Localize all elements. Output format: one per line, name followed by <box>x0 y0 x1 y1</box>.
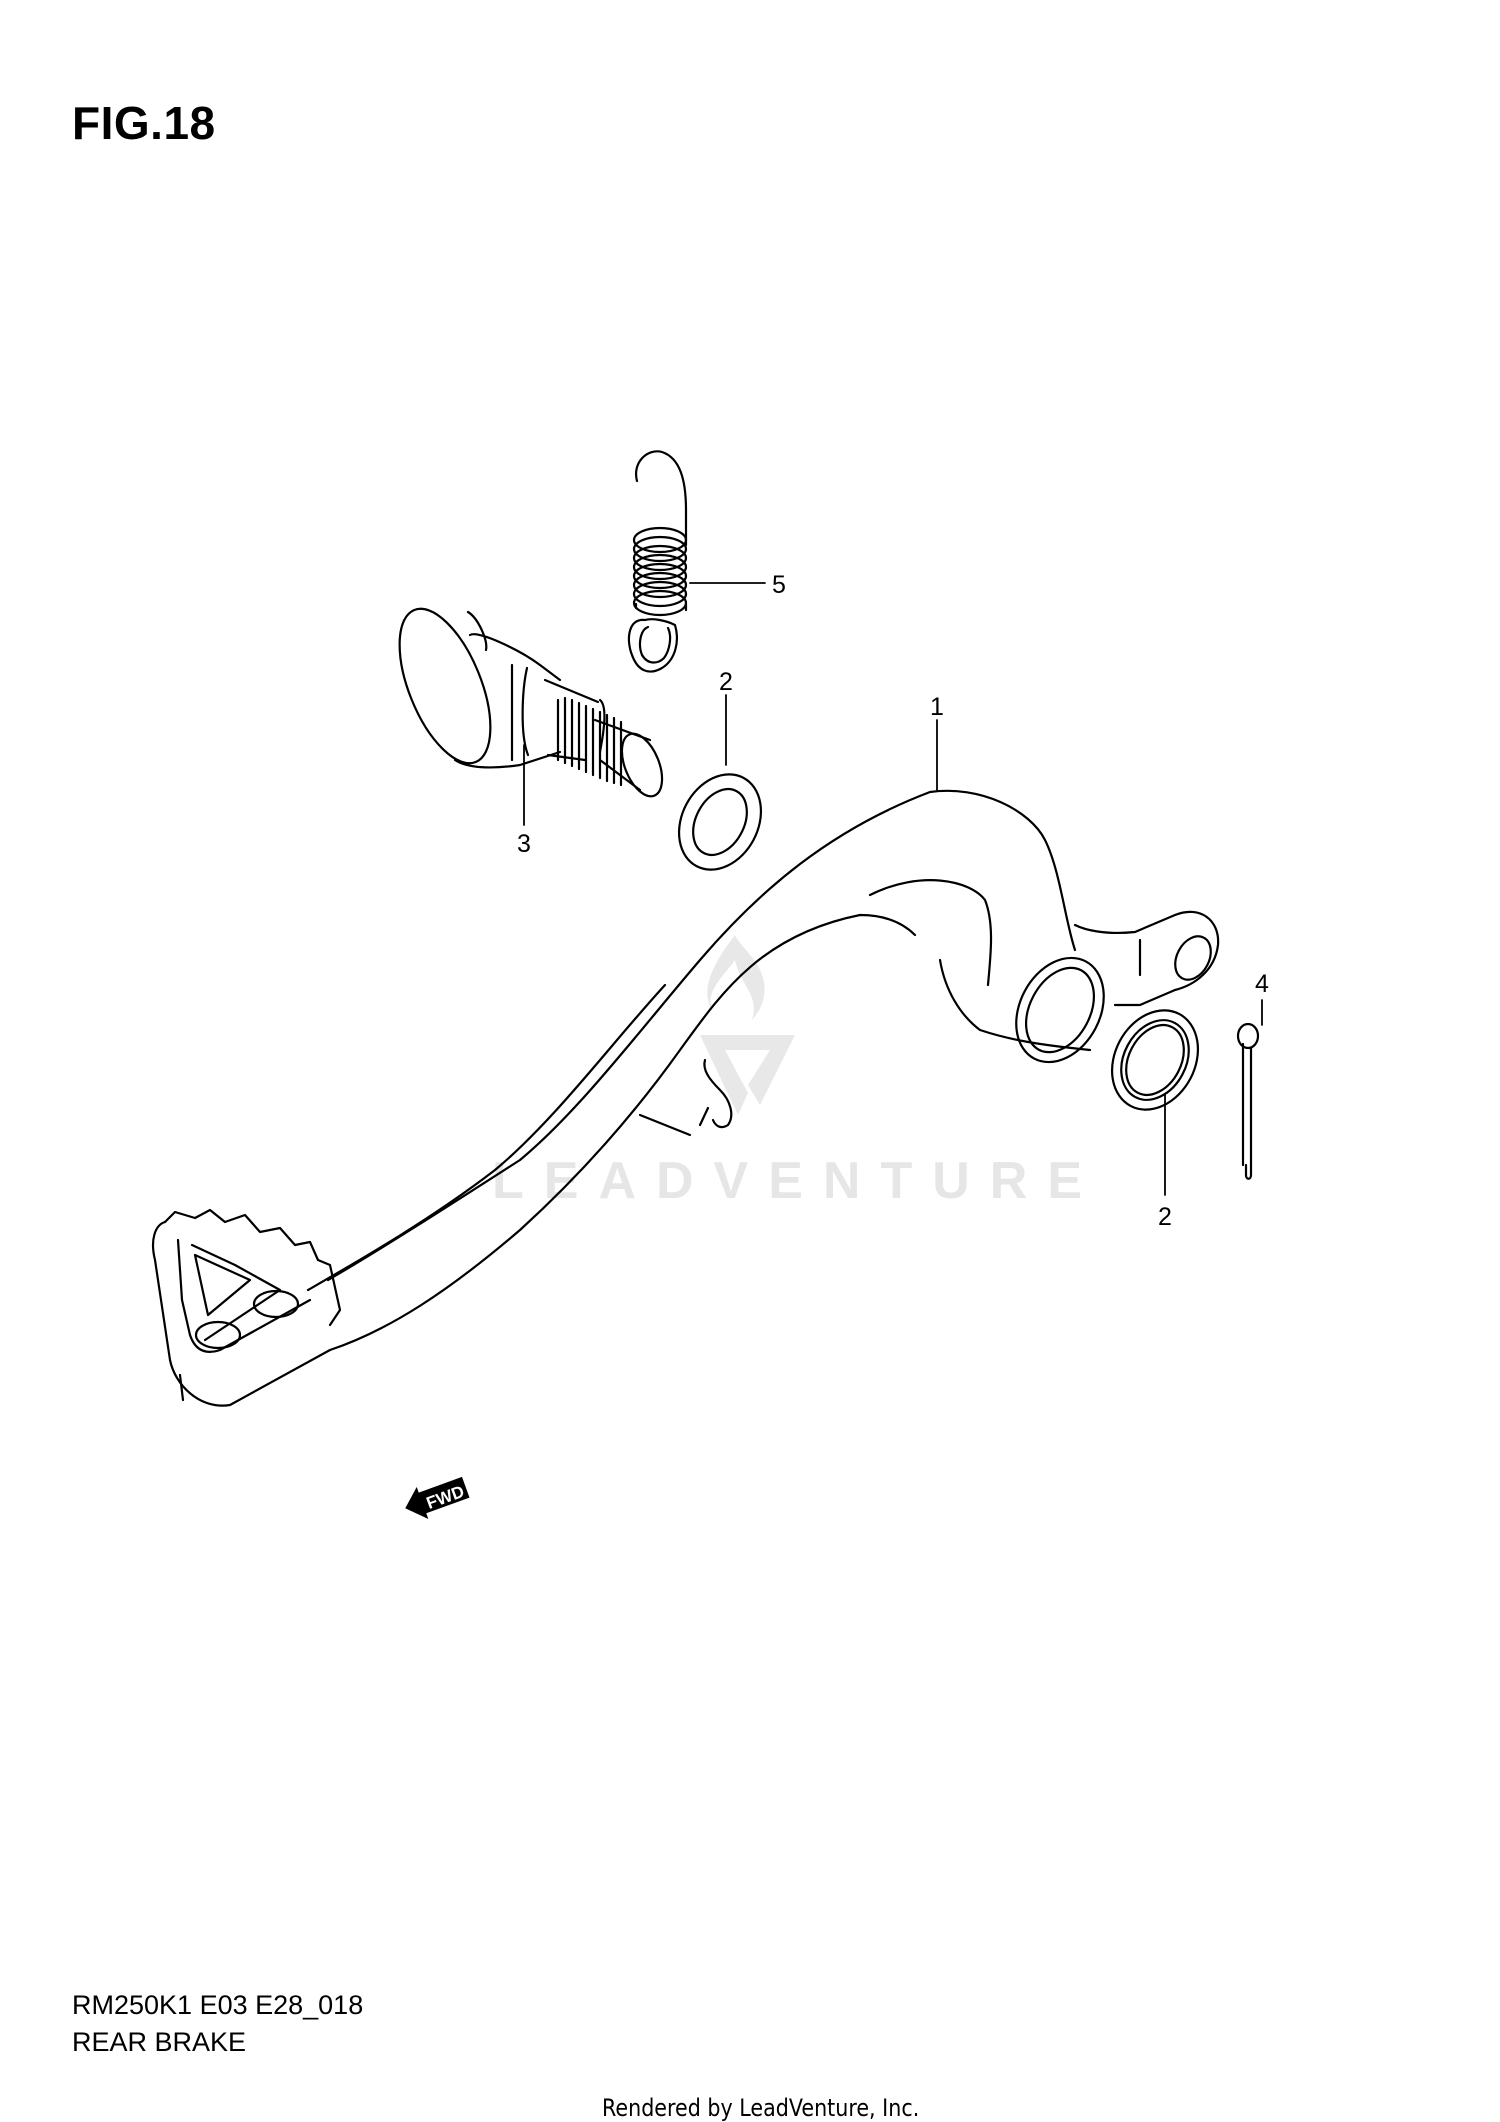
callout-3: 3 <box>517 830 531 858</box>
callout-4: 4 <box>1255 970 1269 998</box>
callout-5: 5 <box>772 571 786 599</box>
leader-lines <box>523 582 1263 1196</box>
callout-2-upper: 2 <box>719 668 733 696</box>
footer-credit: Rendered by LeadVenture, Inc. <box>602 2094 920 2122</box>
footpeg <box>151 1208 342 1407</box>
section-name: REAR BRAKE <box>72 2027 247 2057</box>
washer-part-2-lower <box>1110 1009 1200 1111</box>
flame-logo-icon <box>700 935 795 1115</box>
brake-pedal-part-1 <box>306 789 1220 1352</box>
callout-1: 1 <box>930 693 944 721</box>
washer-part-2-upper <box>677 773 763 871</box>
fwd-direction-indicator: FWD <box>405 1476 470 1519</box>
watermark-text: LEADVENTURE <box>492 1152 1102 1210</box>
callout-2-lower: 2 <box>1158 1203 1172 1231</box>
model-code: RM250K1 E03 E28_018 <box>72 1990 364 2020</box>
figure-title: FIG.18 <box>72 97 216 149</box>
pivot-pin-part-3 <box>398 607 664 798</box>
return-spring-part-5 <box>627 450 688 673</box>
fwd-label: FWD <box>424 1482 467 1513</box>
arrow-left-icon <box>405 1476 470 1519</box>
cotter-pin-part-4 <box>1236 1022 1260 1180</box>
